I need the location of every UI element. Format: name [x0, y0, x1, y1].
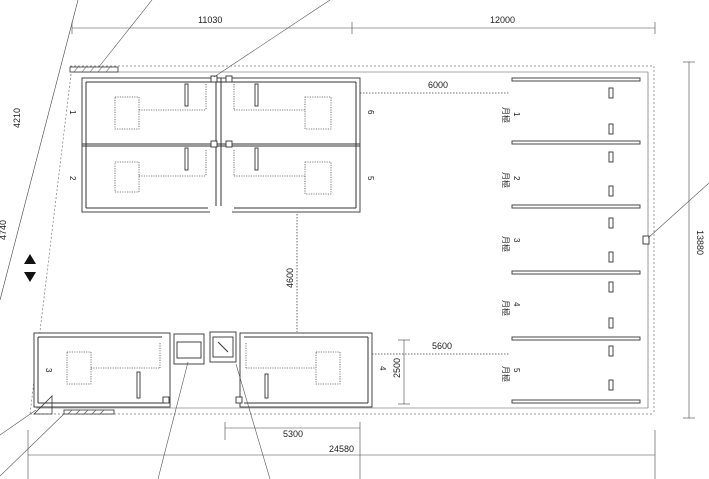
block-number-1: 1: [68, 110, 77, 115]
parking-bays: [511, 77, 650, 404]
dim-top-left: 11030: [198, 15, 222, 25]
dim-vertical-gap: 4600: [285, 268, 295, 288]
bay-number: 3: [512, 238, 521, 243]
entrance-arrow-icon: [24, 272, 36, 282]
block-number-3: 3: [44, 368, 53, 373]
block-number-6: 6: [366, 110, 375, 115]
bay-label-1: 1 月極: [501, 107, 521, 123]
bay-number: 5: [512, 368, 521, 373]
block-number-4: 4: [378, 366, 387, 371]
dim-gap-right: 6000: [428, 80, 448, 90]
bay-type: 月極: [501, 172, 511, 188]
block-number-5: 5: [366, 176, 375, 181]
bay-type: 月極: [501, 236, 511, 252]
dim-lower-gap: 5600: [432, 341, 452, 351]
bay-label-3: 3 月極: [501, 236, 521, 252]
bay-number: 1: [512, 112, 521, 117]
dim-left-upper: 4210: [12, 108, 22, 128]
entrance-arrow-icon: [24, 254, 36, 264]
block-number-2: 2: [68, 176, 77, 181]
dim-bottom-total: 24580: [329, 444, 354, 454]
lower-building: [33, 331, 373, 408]
bay-type: 月極: [501, 300, 511, 316]
dim-left-lower: 4740: [0, 220, 8, 240]
bay-number: 4: [512, 302, 521, 307]
bay-label-4: 4 月極: [501, 300, 521, 316]
bay-label-2: 2 月極: [501, 172, 521, 188]
dim-lower-right-height: 2500: [392, 358, 402, 378]
dim-right-height: 13880: [695, 230, 705, 255]
dim-top-right: 12000: [490, 15, 515, 25]
dim-bottom-mid: 5300: [283, 429, 303, 439]
bay-number: 2: [512, 176, 521, 181]
bay-type: 月極: [501, 366, 511, 382]
bay-label-5: 5 月極: [501, 366, 521, 382]
bay-type: 月極: [501, 107, 511, 123]
upper-building: [81, 75, 361, 214]
